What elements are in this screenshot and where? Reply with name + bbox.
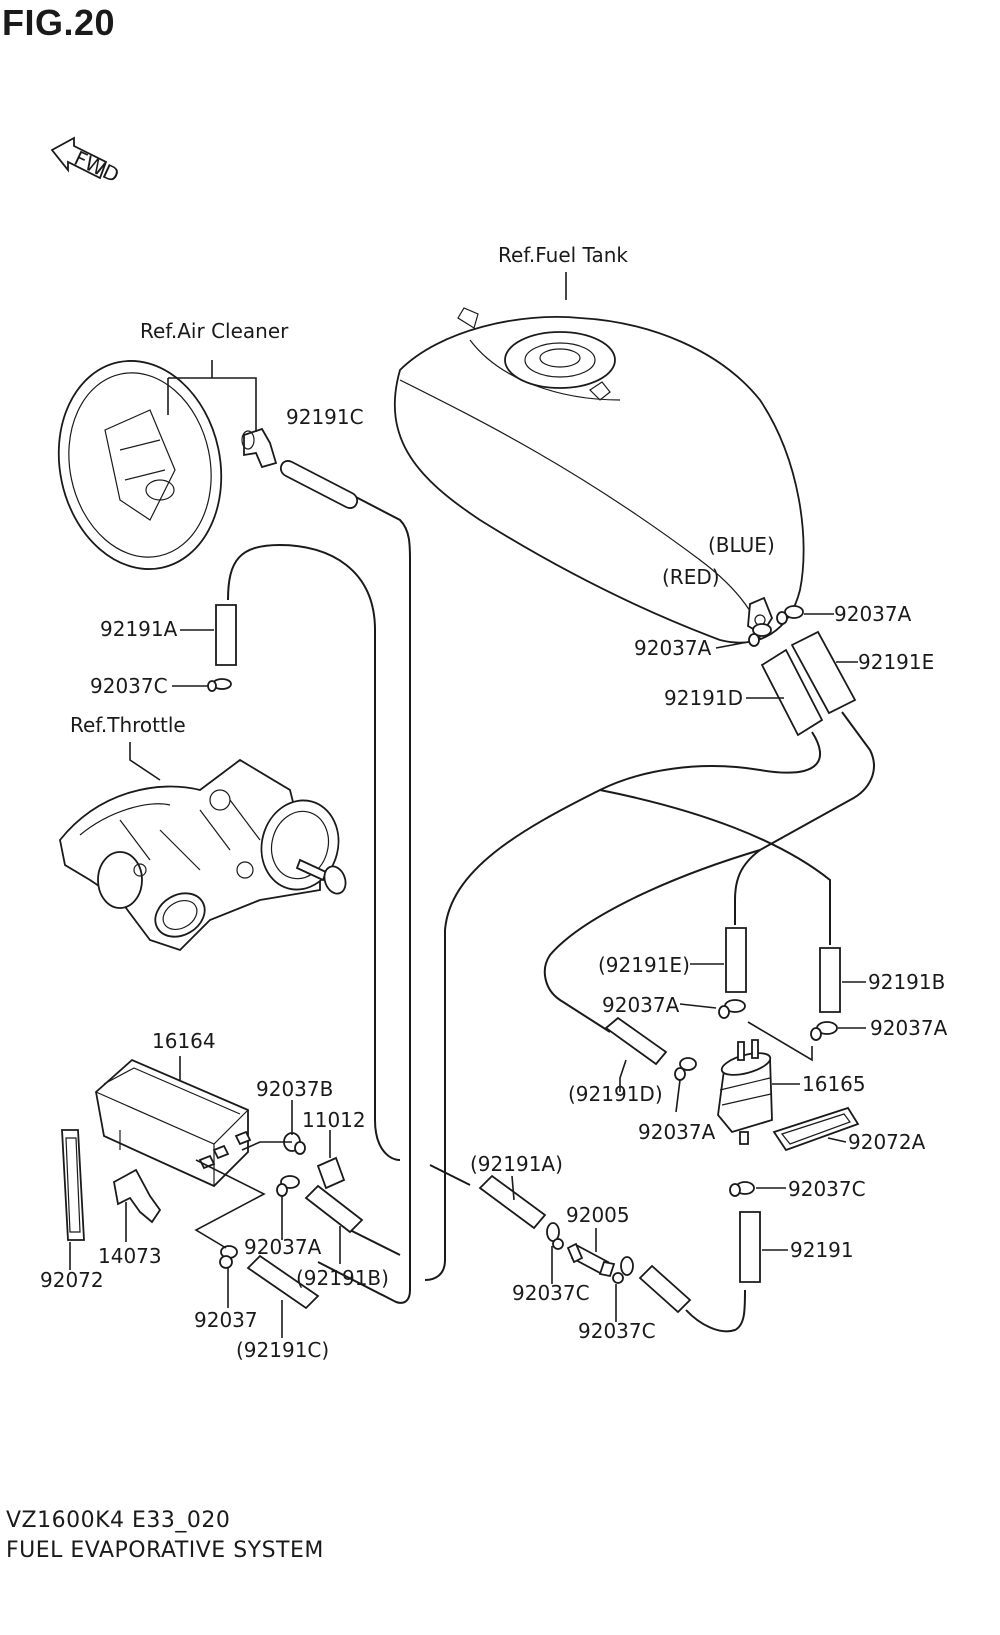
part-label: 92037A bbox=[634, 636, 712, 660]
bracket-92072a bbox=[772, 1106, 860, 1152]
canister-16164 bbox=[95, 1058, 252, 1188]
part-label: 92037C bbox=[788, 1177, 866, 1201]
part-label: 16164 bbox=[152, 1029, 216, 1053]
part-label: 92191C bbox=[286, 405, 364, 429]
part-label: 92191E bbox=[858, 650, 934, 674]
part-label: 92037A bbox=[834, 602, 912, 626]
ref-throttle-label: Ref.Throttle bbox=[70, 713, 186, 737]
air-cleaner bbox=[57, 360, 278, 570]
part-label: 11012 bbox=[302, 1108, 366, 1132]
part-label: 92191B bbox=[868, 970, 945, 994]
tank-marking-blue: (BLUE) bbox=[708, 533, 775, 557]
part-label: 92191D bbox=[664, 686, 743, 710]
part-label: 92037C bbox=[578, 1319, 656, 1343]
bracket-14073 bbox=[112, 1168, 162, 1224]
part-label: 92191A bbox=[100, 617, 178, 641]
part-label: 92037C bbox=[512, 1281, 590, 1305]
system-name: FUEL EVAPORATIVE SYSTEM bbox=[6, 1538, 324, 1563]
leader-lines bbox=[69, 272, 866, 1338]
part-label: 14073 bbox=[98, 1244, 162, 1268]
part-label: (92191E) bbox=[598, 953, 690, 977]
fwd-label: FWD bbox=[71, 146, 123, 187]
part-label: 92037A bbox=[638, 1120, 716, 1144]
ref-air-cleaner-label: Ref.Air Cleaner bbox=[140, 319, 289, 343]
check-valve-92005 bbox=[566, 1242, 616, 1278]
throttle-body bbox=[59, 758, 347, 952]
figure-title: FIG.20 bbox=[2, 2, 116, 43]
part-label: (92191C) bbox=[236, 1338, 329, 1362]
hose-segments bbox=[215, 460, 857, 1314]
part-label: 92005 bbox=[566, 1203, 630, 1227]
cap-11012 bbox=[316, 1156, 346, 1190]
part-label: 92037A bbox=[870, 1016, 948, 1040]
part-label: 92072A bbox=[848, 1130, 926, 1154]
part-label: 92037A bbox=[602, 993, 680, 1017]
part-label: 92037C bbox=[90, 674, 168, 698]
part-label: 92191 bbox=[790, 1238, 854, 1262]
model-code: VZ1600K4 E33_020 bbox=[6, 1508, 231, 1533]
part-label: 16165 bbox=[802, 1072, 866, 1096]
part-label: 92037A bbox=[244, 1235, 322, 1259]
clamps bbox=[207, 605, 838, 1284]
hose-routing bbox=[227, 494, 875, 1333]
part-label: 92037 bbox=[194, 1308, 258, 1332]
part-label: (92191D) bbox=[568, 1082, 663, 1106]
fuel-filter bbox=[717, 1039, 773, 1145]
band-92072 bbox=[61, 1129, 85, 1241]
ref-fuel-tank-label: Ref.Fuel Tank bbox=[498, 243, 628, 267]
part-label: (92191A) bbox=[470, 1152, 563, 1176]
fuel-tank bbox=[393, 307, 805, 644]
part-label: (92191B) bbox=[296, 1266, 389, 1290]
fwd-arrow-icon: FWD bbox=[50, 136, 123, 187]
part-label: 92037B bbox=[256, 1077, 333, 1101]
part-label: 92072 bbox=[40, 1268, 104, 1292]
tank-marking-red: (RED) bbox=[662, 565, 720, 589]
